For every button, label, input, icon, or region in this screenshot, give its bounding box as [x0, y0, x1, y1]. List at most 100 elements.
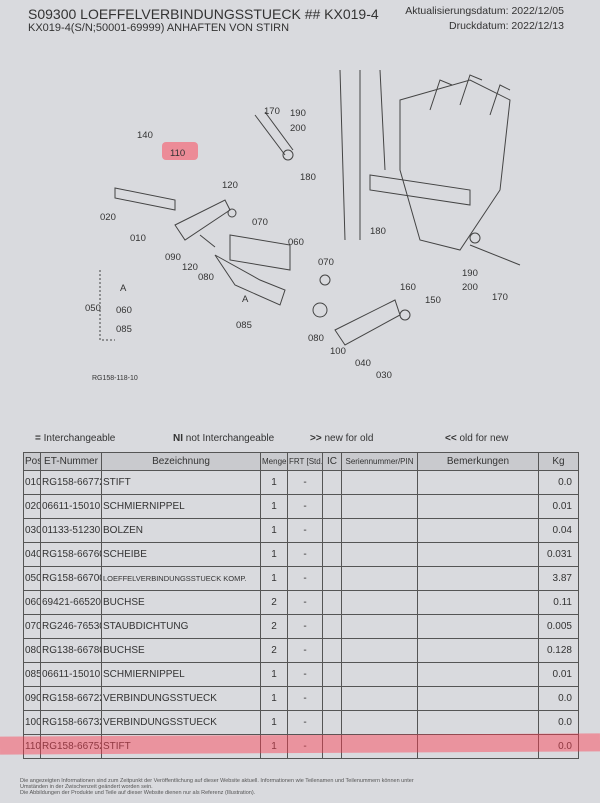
table-cell: BUCHSE [101, 638, 261, 663]
highlight-110 [162, 142, 198, 160]
table-cell: - [287, 494, 323, 519]
table-cell: 0.0 [538, 710, 579, 735]
table-cell: 020 [23, 494, 41, 519]
table-cell: RG158-66760 [40, 542, 102, 567]
legend-text: not Interchangeable [185, 433, 275, 444]
table-cell: RG158-66700 [40, 566, 102, 591]
table-cell [322, 662, 342, 687]
footer-line: Die angezeigten Informationen sind zum Z… [20, 778, 414, 784]
column-header: FRT [Std.] [287, 452, 323, 471]
table-cell [417, 734, 539, 759]
table-cell [322, 494, 342, 519]
table-cell [322, 710, 342, 735]
table-cell: 085 [23, 662, 41, 687]
column-header: IC [322, 452, 342, 471]
legend-not-interchangeable: NI not Interchangeable [173, 433, 274, 444]
legend-symbol: = [35, 433, 41, 444]
table-cell: 06611-15010 [40, 494, 102, 519]
table-cell [341, 662, 418, 687]
diagram-label: 120 [182, 262, 198, 273]
diagram-label: 040 [355, 358, 371, 369]
table-cell: 090 [23, 686, 41, 711]
table-cell: 0.01 [538, 494, 579, 519]
table-cell [417, 566, 539, 591]
diagram-label: 150 [425, 295, 441, 306]
table-cell: 06611-15010 [40, 662, 102, 687]
table-cell: SCHEIBE [101, 542, 261, 567]
diagram-reference: RG158-118-10 [92, 375, 138, 382]
table-cell: 1 [260, 710, 288, 735]
table-cell: 3.87 [538, 566, 579, 591]
table-cell: 0.005 [538, 614, 579, 639]
table-cell [417, 470, 539, 495]
legend-symbol: << [445, 433, 457, 444]
table-cell: BUCHSE [101, 590, 261, 615]
table-cell [341, 590, 418, 615]
table-cell [322, 638, 342, 663]
page-subtitle: KX019-4(S/N;50001-69999) ANHAFTEN VON ST… [28, 22, 290, 34]
table-cell: RG158-66772 [40, 470, 102, 495]
table-cell [322, 590, 342, 615]
diagram-label: 050 [85, 303, 101, 314]
diagram-label: 020 [100, 212, 116, 223]
table-cell: 01133-51230 [40, 518, 102, 543]
legend-text: Interchangeable [43, 433, 116, 444]
table-cell: RG158-66732 [40, 710, 102, 735]
table-cell: VERBINDUNGSSTUECK [101, 686, 261, 711]
column-header: Bemerkungen [417, 452, 539, 471]
legend-symbol: NI [173, 433, 183, 444]
diagram-label: 120 [222, 180, 238, 191]
table-cell [417, 590, 539, 615]
table-cell: 080 [23, 638, 41, 663]
diagram-label: 190 [290, 108, 306, 119]
table-cell [341, 638, 418, 663]
diagram-label: 085 [116, 324, 132, 335]
diagram-label: 200 [290, 123, 306, 134]
column-header: Pos. [23, 452, 41, 471]
table-cell [417, 686, 539, 711]
table-cell: 1 [260, 686, 288, 711]
diagram-label: 060 [288, 237, 304, 248]
table-cell: 070 [23, 614, 41, 639]
table-cell [322, 566, 342, 591]
table-cell [341, 494, 418, 519]
table-cell [341, 734, 418, 759]
table-cell: SCHMIERNIPPEL [101, 662, 261, 687]
legend-symbol: >> [310, 433, 322, 444]
footer-line: Die Abbildungen der Produkte und Teile a… [20, 790, 256, 796]
table-cell: SCHMIERNIPPEL [101, 494, 261, 519]
diagram-label: 060 [116, 305, 132, 316]
diagram-label: 200 [462, 282, 478, 293]
table-cell: RG246-76530 [40, 614, 102, 639]
table-cell: 0.04 [538, 518, 579, 543]
table-cell: - [287, 470, 323, 495]
table-cell [417, 494, 539, 519]
diagram-label: 070 [252, 217, 268, 228]
table-cell: 69421-66520 [40, 590, 102, 615]
table-cell [341, 518, 418, 543]
diagram-label: 140 [137, 130, 153, 141]
table-cell: 0.0 [538, 686, 579, 711]
diagram-label: 170 [264, 106, 280, 117]
table-cell: 0.01 [538, 662, 579, 687]
table-cell [417, 542, 539, 567]
table-cell [322, 470, 342, 495]
legend-text: old for new [459, 433, 509, 444]
table-cell [322, 614, 342, 639]
table-cell: - [287, 662, 323, 687]
table-cell: 0.11 [538, 590, 579, 615]
legend-new-for-old: >> new for old [310, 433, 373, 444]
legend-text: new for old [324, 433, 374, 444]
